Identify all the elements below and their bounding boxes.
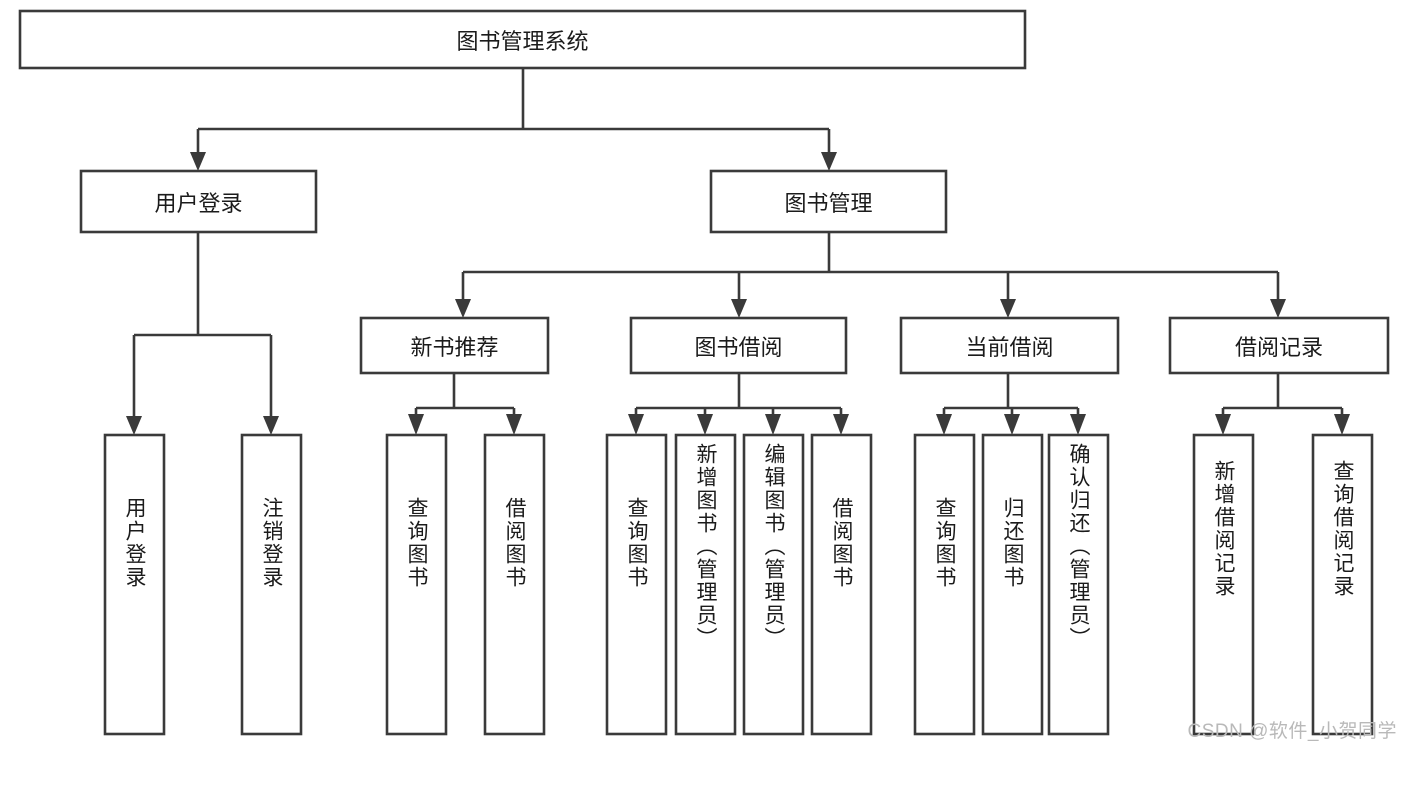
node-box-leaf-borrow-book-1[interactable]	[483, 433, 546, 736]
connector-user-login-to-leaves	[126, 232, 279, 435]
node-box-leaf-edit-book[interactable]	[742, 433, 805, 736]
connector-new-book-recommend-to-leaves	[408, 373, 522, 435]
watermark-text: CSDN @软件_小贺同学	[1187, 721, 1397, 742]
hierarchy-diagram: 图书管理系统 用户登录 图书管理 新书推荐 图书借阅 当前借阅 借阅记录 用户登…	[18, 9, 1397, 742]
node-box-leaf-borrow-book-2[interactable]	[810, 433, 873, 736]
node-box-book-management[interactable]	[709, 169, 948, 234]
connector-borrow-record-to-leaves	[1215, 373, 1350, 435]
connector-current-borrow-to-leaves	[936, 373, 1086, 435]
node-box-book-borrow[interactable]	[629, 316, 848, 375]
node-box-leaf-user-login[interactable]	[103, 433, 166, 736]
node-box-leaf-logout-login[interactable]	[240, 433, 303, 736]
node-box-new-book-recommend[interactable]	[359, 316, 550, 375]
node-box-leaf-query-book-3[interactable]	[913, 433, 976, 736]
node-box-leaf-add-record[interactable]	[1192, 433, 1255, 736]
node-box-title[interactable]	[18, 9, 1027, 70]
node-box-leaf-return-book[interactable]	[981, 433, 1044, 736]
node-box-leaf-add-book[interactable]	[674, 433, 737, 736]
node-box-leaf-query-book-2[interactable]	[605, 433, 668, 736]
node-box-leaf-query-book-1[interactable]	[385, 433, 448, 736]
node-box-borrow-record[interactable]	[1168, 316, 1390, 375]
connector-title-to-level2	[190, 68, 837, 171]
diagram-canvas	[18, 9, 1390, 736]
node-box-leaf-query-record[interactable]	[1311, 433, 1374, 736]
node-box-leaf-confirm-return[interactable]	[1047, 433, 1110, 736]
connector-book-management-to-level3	[455, 232, 1286, 318]
node-box-current-borrow[interactable]	[899, 316, 1120, 375]
connector-book-borrow-to-leaves	[628, 373, 849, 435]
node-box-user-login[interactable]	[79, 169, 318, 234]
